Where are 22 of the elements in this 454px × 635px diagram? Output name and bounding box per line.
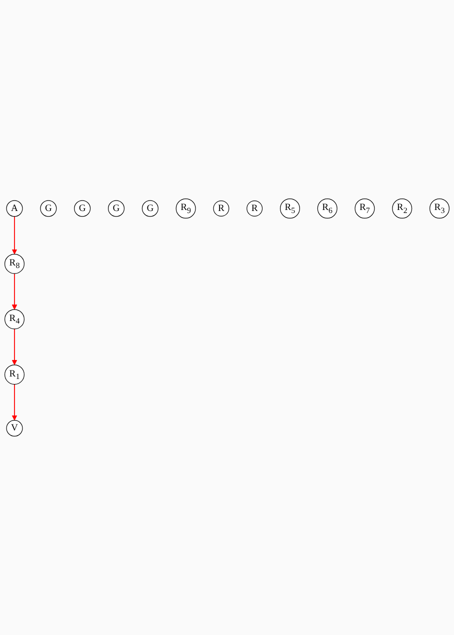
diagram: A G G G G R$_{8}$ R$_{9}$ R R R$_{4}$ R$_{5}$ R$_{6}$ R$_{7}$ R$_{1}$ R$_{2}$ R$_{3}$ V [0, 194, 454, 441]
node-circle [4, 364, 24, 385]
node-circle [6, 200, 23, 217]
node-circle [6, 420, 23, 436]
node-circle [74, 200, 91, 217]
node-circle [317, 198, 338, 218]
node-circle [4, 254, 24, 274]
node-circle [280, 198, 300, 218]
node-circle [213, 200, 230, 216]
arrow [12, 216, 18, 254]
node-circle [108, 200, 125, 217]
node-circle [392, 198, 412, 218]
arrow [12, 328, 18, 366]
node-circle [246, 200, 263, 216]
node-circle [142, 200, 158, 217]
node-circle [40, 200, 57, 217]
node-circle [4, 309, 24, 330]
node-circle [176, 198, 196, 218]
node-circle [354, 198, 375, 218]
node-circle [430, 198, 450, 218]
arrow [12, 384, 18, 421]
arrow [12, 273, 18, 310]
